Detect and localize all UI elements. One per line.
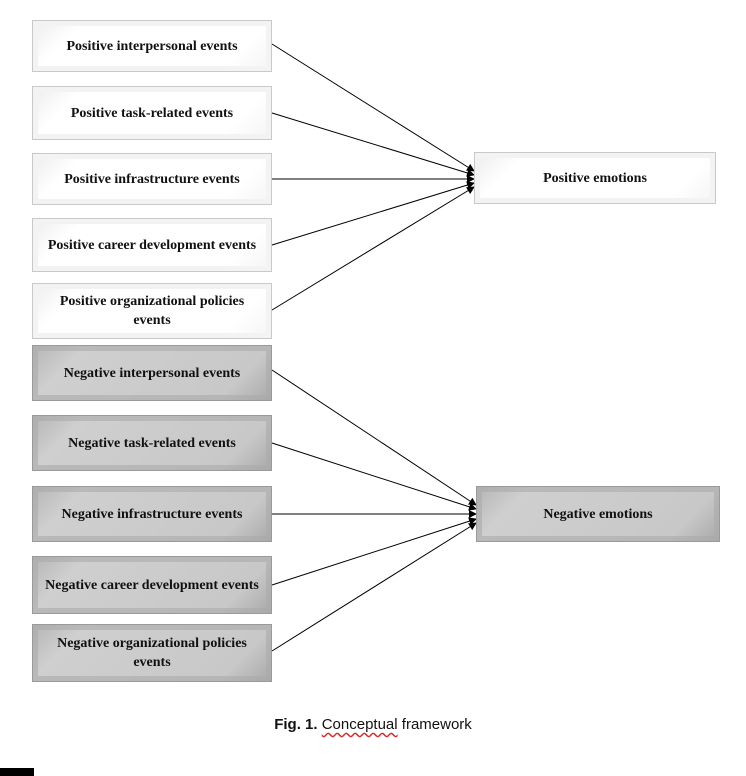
- positive-infrastructure-box: Positive infrastructure events: [32, 153, 272, 205]
- positive-emotions-box: Positive emotions: [474, 152, 716, 204]
- box-label: Positive interpersonal events: [66, 38, 238, 54]
- caption-misspelled-word: Conceptual: [321, 716, 398, 733]
- arrow-positive-career: [271, 181, 475, 246]
- negative-task-box: Negative task-related events: [32, 415, 272, 471]
- caption-label: Fig. 1.: [274, 716, 318, 733]
- arrow-negative-career: [271, 517, 477, 586]
- positive-policies-box: Positive organizational policies events: [32, 283, 272, 339]
- box-label: Negative organizational policies events: [57, 636, 247, 670]
- positive-interpersonal-box: Positive interpersonal events: [32, 20, 272, 72]
- box-label: Positive organizational policies events: [59, 294, 245, 328]
- outcome-label: Positive emotions: [543, 170, 647, 186]
- box-label: Negative interpersonal events: [63, 365, 241, 381]
- negative-career-box: Negative career development events: [32, 556, 272, 614]
- box-label: Positive infrastructure events: [64, 171, 240, 187]
- positive-career-box: Positive career development events: [32, 218, 272, 272]
- cropped-text-fragment: [0, 768, 40, 776]
- box-label: Negative infrastructure events: [61, 506, 243, 522]
- negative-interpersonal-box: Negative interpersonal events: [32, 345, 272, 401]
- negative-infrastructure-box: Negative infrastructure events: [32, 486, 272, 542]
- negative-policies-box: Negative organizational policies events: [32, 624, 272, 682]
- box-label: Negative task-related events: [68, 435, 236, 451]
- negative-emotions-box: Negative emotions: [476, 486, 720, 542]
- arrow-negative-task: [271, 442, 477, 511]
- figure-caption: Fig. 1. Conceptual framework: [0, 716, 746, 733]
- box-label: Positive career development events: [47, 237, 257, 253]
- arrow-negative-interpersonal: [271, 369, 477, 506]
- box-label: Positive task-related events: [70, 105, 234, 121]
- box-label: Negative career development events: [45, 577, 259, 593]
- arrow-positive-policies: [271, 186, 475, 311]
- outcome-label: Negative emotions: [543, 506, 653, 522]
- positive-task-box: Positive task-related events: [32, 86, 272, 140]
- arrow-positive-task: [271, 112, 475, 177]
- arrow-positive-interpersonal: [271, 43, 475, 172]
- caption-text: framework: [397, 716, 472, 733]
- arrow-negative-policies: [271, 522, 477, 652]
